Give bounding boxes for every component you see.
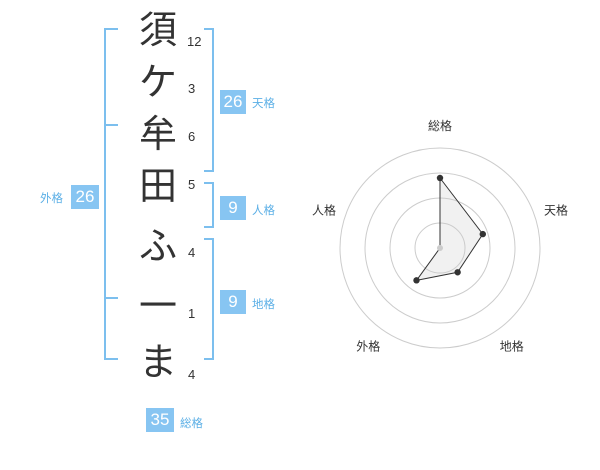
jinkaku-bracket [204, 182, 214, 228]
stroke-count-1: 12 [187, 34, 202, 49]
radar-point [436, 174, 444, 182]
name-char-1: 須 [138, 8, 177, 52]
stroke-count-2: 3 [188, 81, 196, 96]
radar-ring [364, 172, 516, 324]
radar-axis-label: 外格 [356, 339, 380, 354]
stroke-count-6: 1 [188, 306, 196, 321]
radar-axis-label: 地格 [500, 339, 524, 354]
tenkaku-label: 天格 [252, 96, 275, 110]
name-char-2: ケ [138, 60, 177, 104]
chikaku-bracket [204, 238, 214, 360]
radar-ring [339, 147, 541, 349]
gaikaku-score-badge: 26 [71, 185, 99, 209]
stroke-count-3: 6 [188, 129, 196, 144]
chikaku-score-badge: 9 [220, 290, 246, 314]
chikaku-label: 地格 [252, 297, 275, 311]
soukaku-label: 総格 [180, 416, 203, 430]
radar-center-dot [437, 245, 443, 251]
jinkaku-score-badge: 9 [220, 196, 246, 220]
radar-point [413, 277, 420, 284]
name-char-6: 一 [138, 284, 177, 328]
name-char-3: 牟 [138, 112, 177, 156]
name-char-7: ま [138, 340, 177, 384]
jinkaku-label: 人格 [252, 203, 275, 217]
radar-axis-label: 人格 [312, 202, 336, 217]
stroke-count-7: 4 [188, 367, 196, 382]
name-char-5: ふ [138, 224, 177, 268]
name-char-4: 田 [138, 164, 177, 208]
gaikaku-label: 外格 [40, 191, 63, 205]
radar-polygon [415, 176, 484, 282]
stroke-count-5: 4 [188, 245, 196, 260]
radar-point [479, 230, 486, 238]
gaikaku-bracket [104, 28, 118, 360]
tenkaku-bracket [204, 28, 214, 172]
radar-axis-label: 天格 [544, 202, 568, 217]
tenkaku-score-badge: 26 [220, 90, 246, 114]
stroke-count-4: 5 [188, 177, 196, 192]
gaikaku-bracket-divider [104, 297, 118, 299]
radar-point [454, 269, 461, 276]
gaikaku-bracket-divider [104, 124, 118, 126]
radar-axis-label: 総格 [428, 118, 452, 133]
soukaku-score-badge: 35 [146, 408, 174, 432]
